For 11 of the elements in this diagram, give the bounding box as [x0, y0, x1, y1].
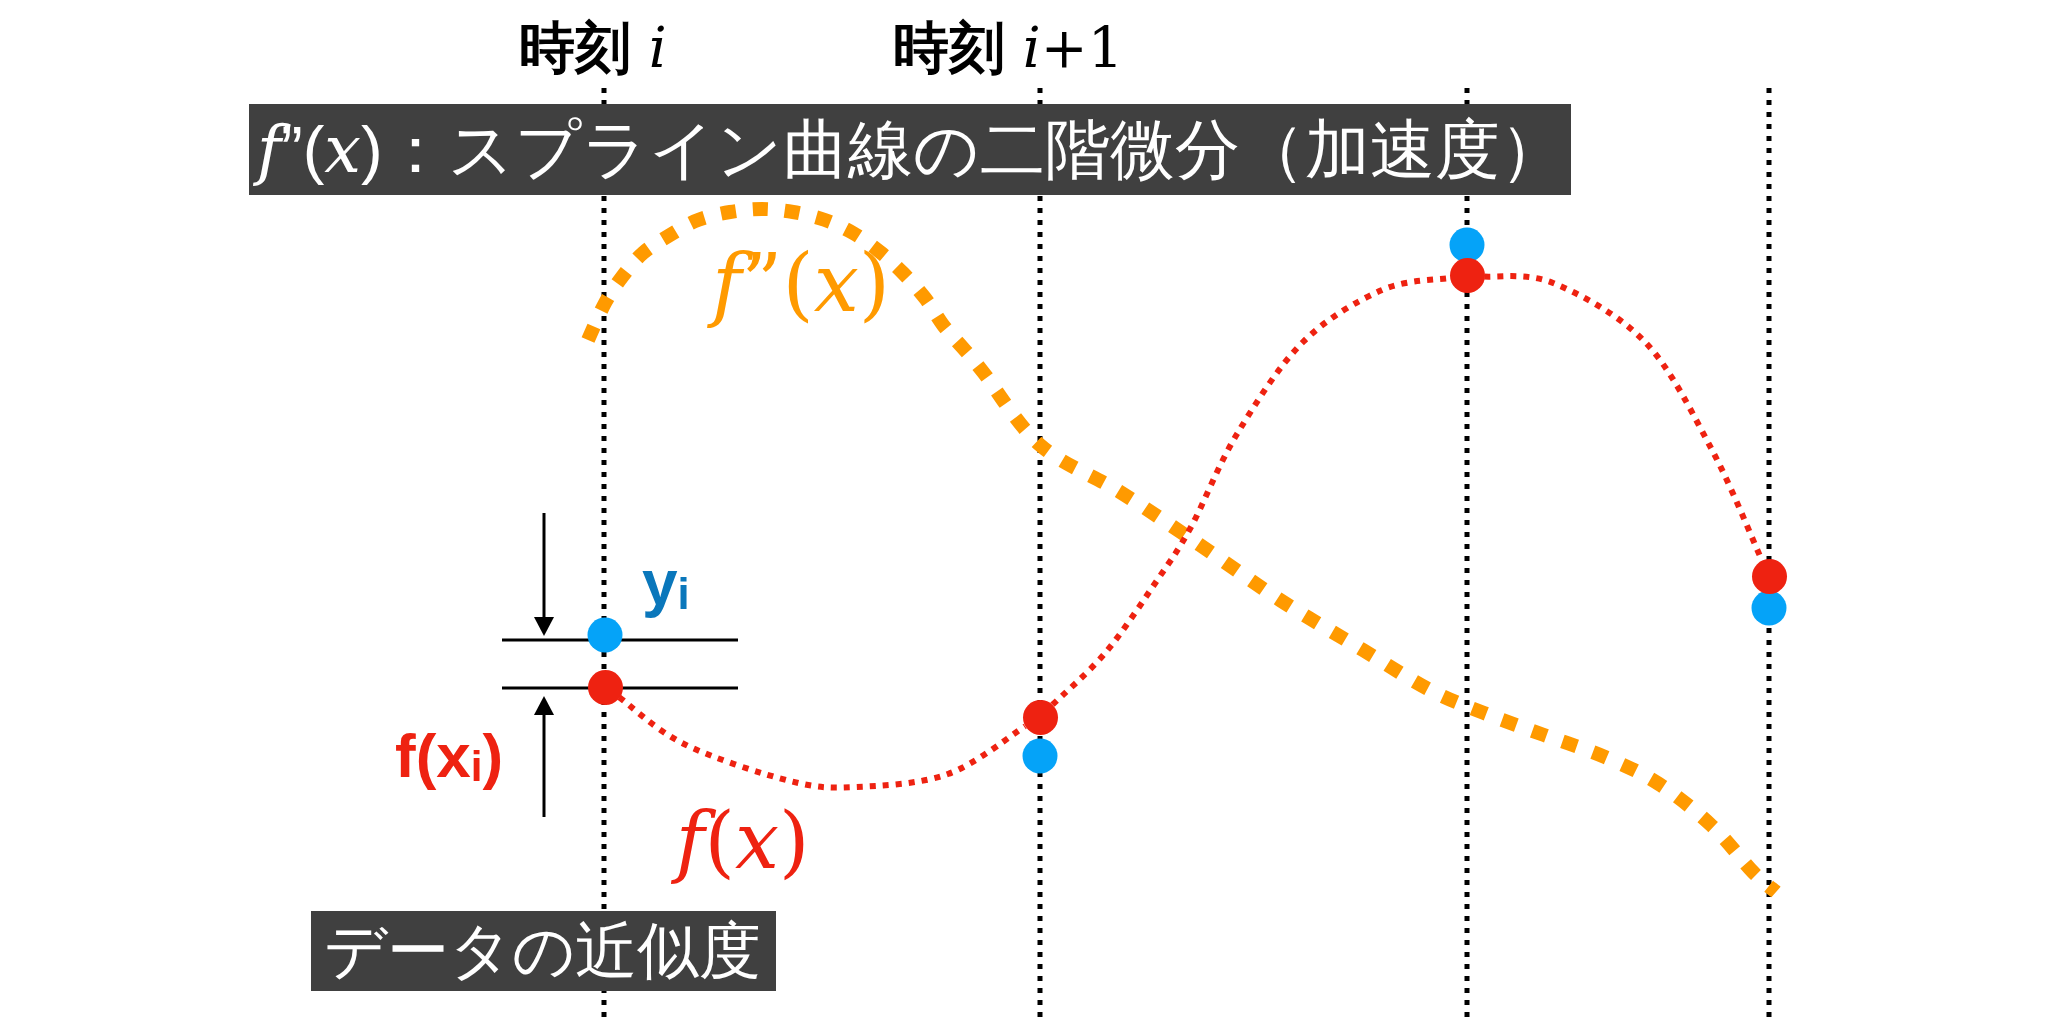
curve-label: f”(x) — [700, 232, 903, 336]
curve-point — [587, 669, 623, 705]
curve-label: f(x) — [664, 791, 822, 893]
time-label: 時刻 i — [519, 20, 667, 76]
label-box: データの近似度 — [311, 911, 776, 991]
spline-curve — [617, 694, 1027, 791]
curve-point — [1022, 699, 1058, 735]
curve-point — [1449, 257, 1485, 293]
label-banner: f”(x)：スプライン曲線の二階微分（加速度） — [249, 104, 1571, 195]
curve-point — [1751, 558, 1787, 594]
time-label: 時刻 i+1 — [893, 20, 1124, 76]
